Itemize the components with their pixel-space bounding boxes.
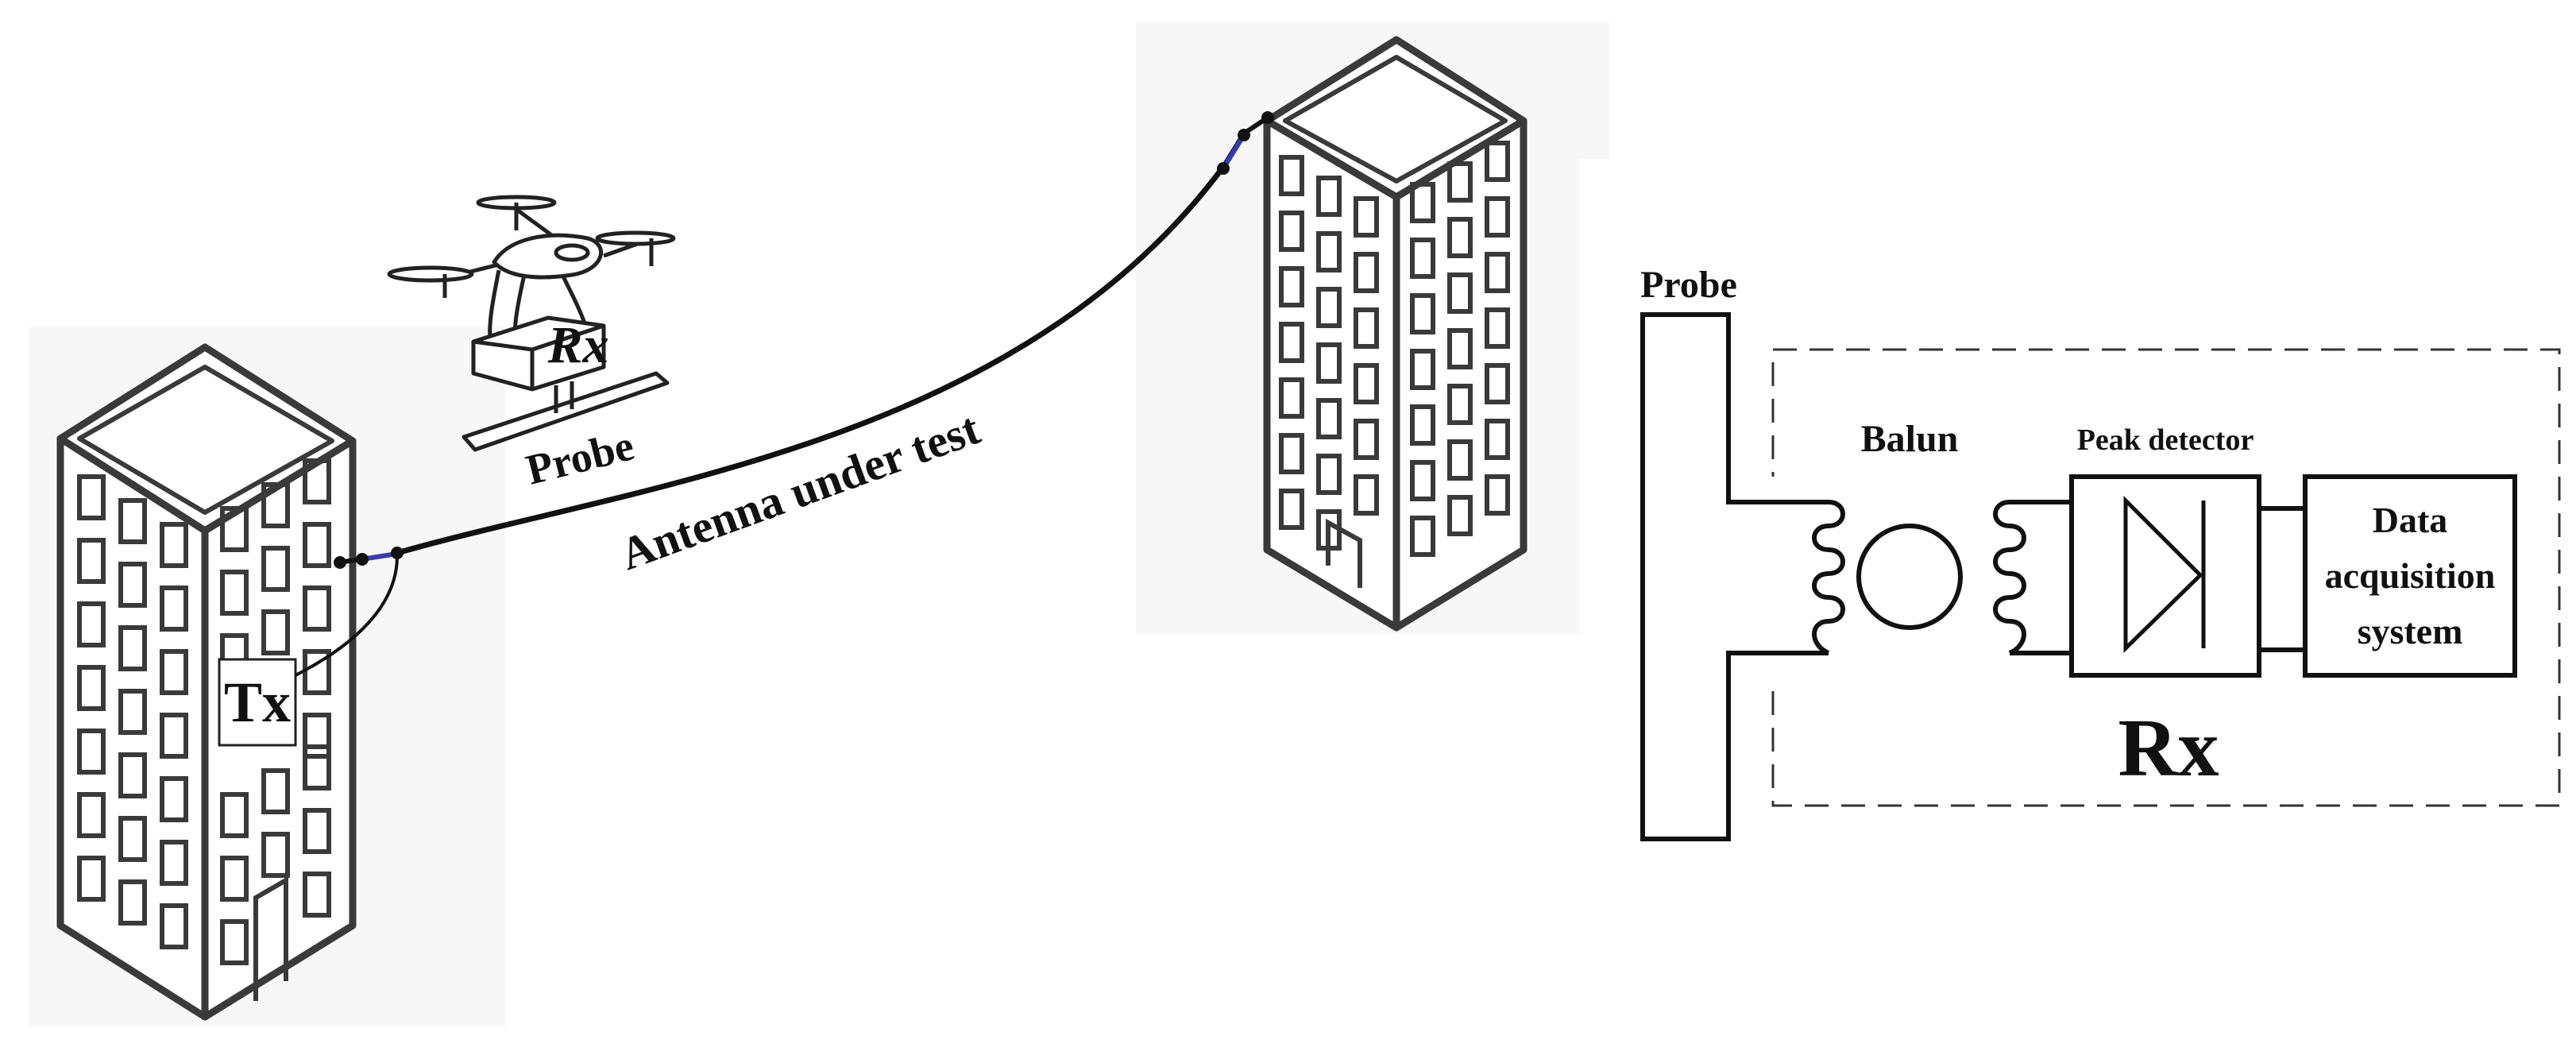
data-acquisition-line2: acquisition bbox=[2325, 555, 2496, 596]
probe-block-label: Probe bbox=[1640, 264, 1737, 306]
antenna-under-test-label: Antenna under test bbox=[613, 402, 987, 580]
peak-detector-label: Peak detector bbox=[2077, 423, 2254, 457]
balun-label: Balun bbox=[1861, 418, 1959, 460]
tx-label: Tx bbox=[224, 671, 291, 734]
data-acquisition-line3: system bbox=[2358, 611, 2463, 651]
tx-box bbox=[218, 658, 297, 747]
rx-block-label: Rx bbox=[2118, 702, 2219, 794]
left-building: Tx bbox=[29, 327, 505, 1026]
drone-rx-label: Rx bbox=[546, 316, 608, 374]
data-acquisition-box bbox=[2303, 474, 2517, 678]
peak-detector-box bbox=[2069, 474, 2261, 678]
right-building bbox=[1136, 22, 1627, 651]
antenna-wire bbox=[295, 111, 1274, 677]
diode-icon bbox=[2123, 495, 2206, 653]
rx-block-diagram bbox=[1640, 312, 2561, 841]
drone-probe-label: Probe bbox=[521, 421, 638, 493]
drone-icon bbox=[387, 195, 676, 452]
balun-core-icon bbox=[1856, 524, 1963, 630]
data-acquisition-line1: Data bbox=[2373, 500, 2448, 540]
